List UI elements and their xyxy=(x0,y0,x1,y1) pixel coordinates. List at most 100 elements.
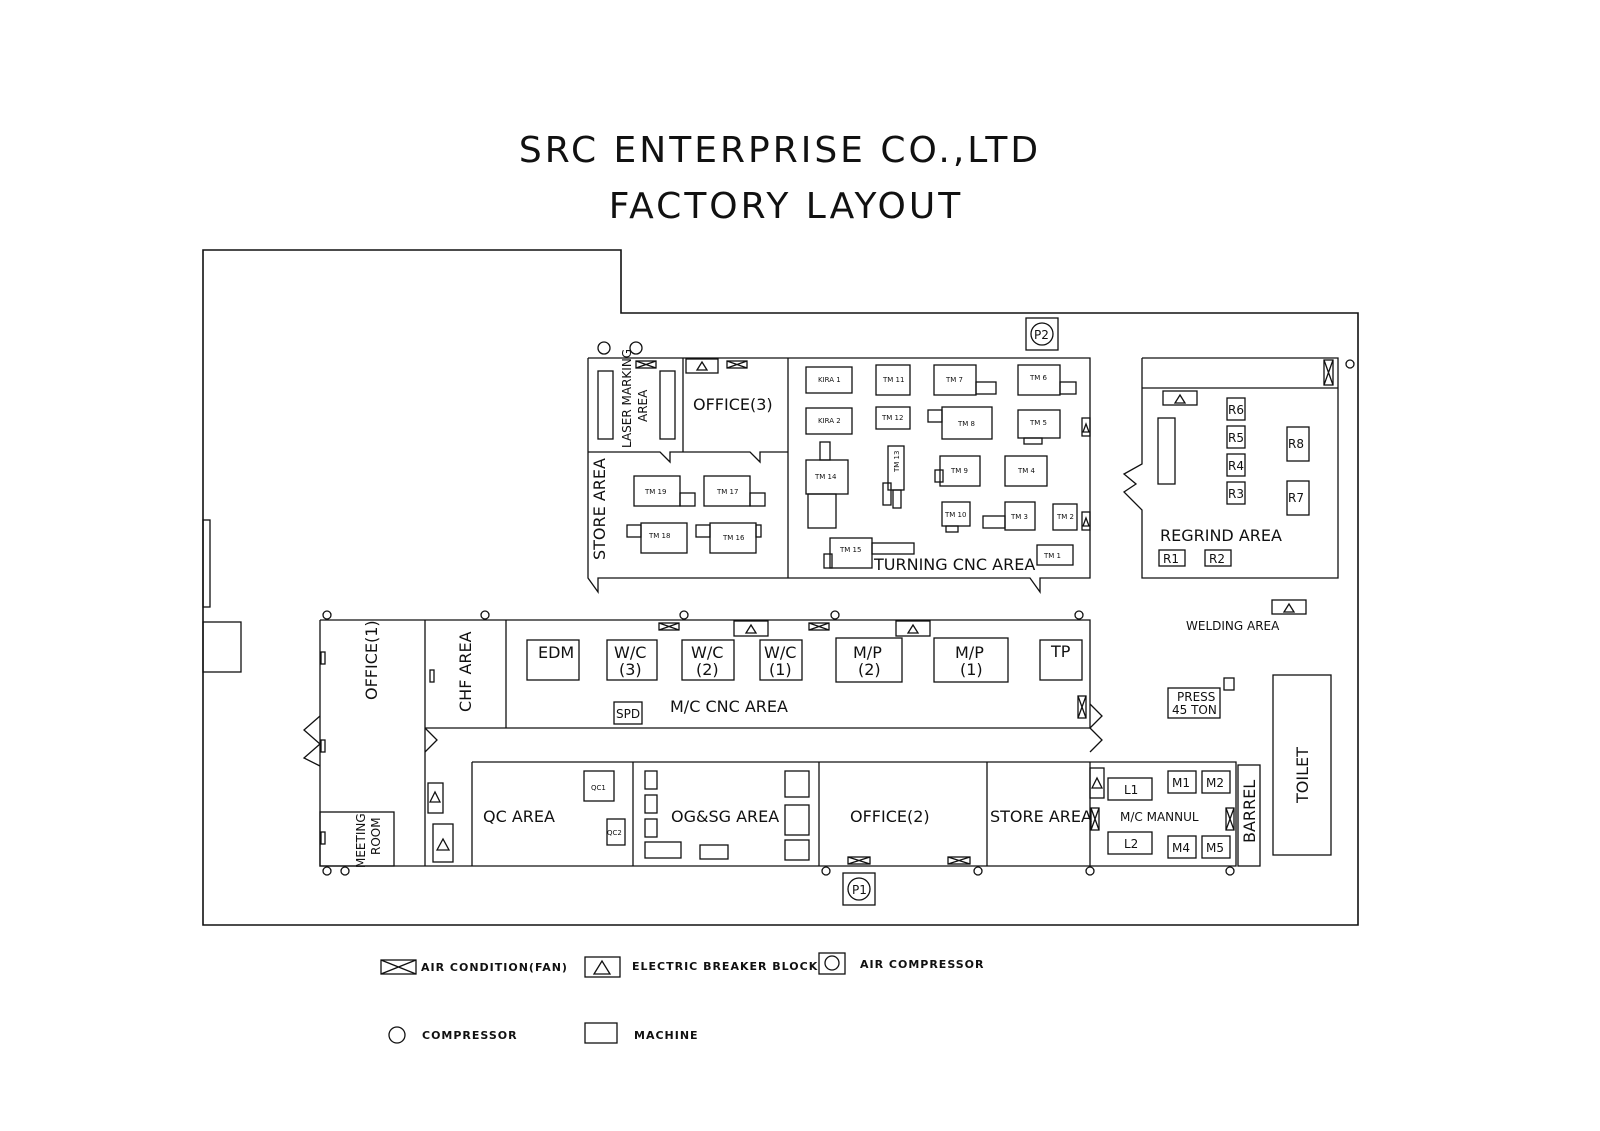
electric-breaker-icon xyxy=(432,823,454,863)
svg-text:BARREL: BARREL xyxy=(1240,780,1259,843)
svg-text:R3: R3 xyxy=(1228,487,1244,501)
machine-m4: M4 xyxy=(1167,835,1197,859)
legend-breaker: ELECTRIC BREAKER BLOCK xyxy=(632,960,818,973)
svg-text:TM 14: TM 14 xyxy=(814,473,837,481)
svg-text:(1): (1) xyxy=(960,660,983,679)
machine-tm16: TM 16 xyxy=(695,522,762,554)
barrel-area: BARREL xyxy=(1237,764,1261,867)
svg-text:TM 7: TM 7 xyxy=(945,376,963,384)
og-machine xyxy=(644,841,682,859)
svg-text:TM 2: TM 2 xyxy=(1056,513,1074,521)
svg-text:KIRA 1: KIRA 1 xyxy=(818,376,841,384)
og-machine xyxy=(644,770,658,790)
compressor-icon xyxy=(1345,359,1355,369)
og-machine xyxy=(699,844,729,860)
og-machine xyxy=(644,794,658,814)
svg-text:TM 8: TM 8 xyxy=(957,420,975,428)
door-right xyxy=(1089,703,1103,753)
machine-tm2: TM 2 xyxy=(1052,503,1078,531)
svg-text:(2): (2) xyxy=(696,660,719,679)
door-chf xyxy=(424,727,438,753)
machine-tm10: TM 10 xyxy=(941,501,971,533)
machine-edm: EDM xyxy=(526,639,580,681)
svg-text:TM 17: TM 17 xyxy=(716,488,738,496)
svg-text:(2): (2) xyxy=(858,660,881,679)
electric-breaker-icon xyxy=(685,358,719,374)
air-condition-fan-icon xyxy=(726,360,748,369)
machine-tm13: TM 13 xyxy=(882,445,905,509)
machine-tm1: TM 1 xyxy=(1036,544,1074,566)
meeting-label: MEETING xyxy=(354,813,368,868)
electric-breaker-icon xyxy=(1081,511,1091,531)
toilet-room: TOILET xyxy=(1272,674,1332,856)
legend-air-compressor: AIR COMPRESSOR xyxy=(860,958,985,971)
svg-text:TM 6: TM 6 xyxy=(1029,374,1048,382)
svg-text:R7: R7 xyxy=(1288,491,1304,505)
machine-tm3: TM 3 xyxy=(982,501,1036,531)
svg-text:TM 4: TM 4 xyxy=(1017,467,1036,475)
machine-kira2: KIRA 2 xyxy=(805,407,853,435)
door-office1 xyxy=(302,715,321,767)
company-title: SRC ENTERPRISE CO.,LTD xyxy=(519,130,1041,171)
svg-text:TM 18: TM 18 xyxy=(648,532,670,540)
machine-wc2: W/C(2) xyxy=(681,639,735,681)
electric-breaker-icon xyxy=(1089,767,1105,799)
svg-text:TM 3: TM 3 xyxy=(1010,513,1028,521)
air-condition-fan-icon xyxy=(808,622,830,631)
air-condition-fan-icon xyxy=(1225,807,1235,831)
svg-text:KIRA 2: KIRA 2 xyxy=(818,417,841,425)
svg-text:W/C: W/C xyxy=(764,643,796,662)
svg-text:R2: R2 xyxy=(1209,552,1225,566)
machine-tm12: TM 12 xyxy=(875,406,911,430)
machine-tm9: TM 9 xyxy=(934,455,981,487)
electric-breaker-icon xyxy=(733,620,769,637)
machine-icon xyxy=(584,1022,618,1044)
office3-label: OFFICE(3) xyxy=(693,395,773,414)
meeting-room xyxy=(319,811,395,867)
machine-tm11: TM 11 xyxy=(875,364,911,396)
machine-mp2: M/P(2) xyxy=(835,637,903,683)
electric-breaker-icon xyxy=(1081,417,1091,437)
svg-text:M2: M2 xyxy=(1206,776,1224,790)
switch xyxy=(320,831,326,845)
outline-annex xyxy=(202,621,242,673)
svg-text:R6: R6 xyxy=(1228,403,1244,417)
svg-text:PRESS: PRESS xyxy=(1177,690,1215,704)
machine-tm14: TM 14 xyxy=(805,441,849,529)
machine-m1: M1 xyxy=(1167,770,1197,794)
svg-text:QC2: QC2 xyxy=(607,829,622,837)
machine-r7: R7 xyxy=(1286,480,1310,516)
machine-tm4: TM 4 xyxy=(1004,455,1048,487)
electric-breaker-icon xyxy=(584,956,621,978)
svg-text:P1: P1 xyxy=(852,883,867,897)
turning-cnc-label: TURNING CNC AREA xyxy=(873,555,1035,574)
outline-notch xyxy=(202,519,211,608)
machine-l2: L2 xyxy=(1107,831,1153,855)
machine-qc2: QC2 xyxy=(606,818,626,846)
svg-text:R5: R5 xyxy=(1228,431,1244,445)
laser-machine-1 xyxy=(597,370,614,440)
svg-text:SPD: SPD xyxy=(616,707,640,721)
air-condition-fan-icon xyxy=(1323,359,1334,386)
svg-text:TM 10: TM 10 xyxy=(944,511,966,519)
sg-machine xyxy=(784,770,810,798)
qc-label: QC AREA xyxy=(483,807,555,826)
air-condition-fan-icon xyxy=(847,856,871,865)
mc-mannul-label: M/C MANNUL xyxy=(1120,810,1199,824)
svg-text:R4: R4 xyxy=(1228,459,1244,473)
electric-breaker-icon xyxy=(1271,599,1307,615)
laser-marking-area-label: AREA xyxy=(636,389,650,422)
machine-mp1: M/P(1) xyxy=(933,637,1009,683)
svg-text:TM 16: TM 16 xyxy=(722,534,745,542)
compressor-icon xyxy=(1225,866,1235,876)
machine-spd: SPD xyxy=(613,701,643,725)
svg-text:M5: M5 xyxy=(1206,841,1224,855)
machine-tm7: TM 7 xyxy=(933,364,997,396)
machine-r6: R6 xyxy=(1226,397,1246,421)
machine-m5: M5 xyxy=(1201,835,1231,859)
svg-text:(1): (1) xyxy=(769,660,792,679)
og-machine xyxy=(644,818,658,838)
mc-cnc-outline xyxy=(320,619,1091,729)
